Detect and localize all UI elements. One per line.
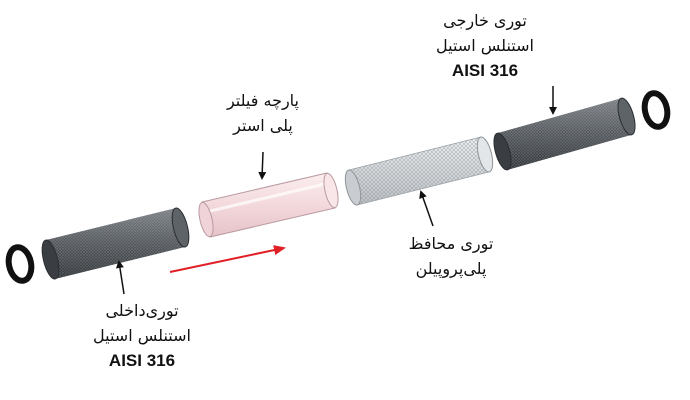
label-outer-mesh: توری خارجی استنلس استیل AISI 316	[420, 8, 550, 83]
inner-mesh-tube	[41, 207, 190, 280]
label-outer-mesh-line1: توری خارجی	[443, 11, 527, 30]
outer-mesh-tube	[493, 97, 636, 171]
pointer-filter-cloth	[258, 151, 267, 180]
label-outer-mesh-grade: AISI 316	[451, 61, 519, 80]
pointer-guard-mesh	[419, 190, 434, 227]
label-inner-mesh: توری‌داخلی استنلس استیل AISI 316	[72, 298, 212, 373]
label-filter-cloth-line1: پارچه فیلتر	[226, 91, 300, 110]
pointer-inner-mesh	[115, 260, 125, 295]
label-inner-mesh-grade: AISI 316	[108, 351, 176, 370]
label-inner-mesh-line1: توری‌داخلی	[105, 301, 179, 320]
label-guard-mesh: توری محافظ پلی‌پروپیلن	[386, 231, 516, 281]
o-ring-left	[5, 244, 35, 284]
label-guard-mesh-line2: پلی‌پروپیلن	[415, 259, 487, 278]
assembly-direction-arrow	[169, 245, 286, 273]
label-filter-cloth-line2: پلی استر	[233, 116, 293, 135]
label-inner-mesh-line2: استنلس استیل	[93, 326, 191, 345]
label-filter-cloth: پارچه فیلتر پلی استر	[198, 88, 328, 138]
o-ring-right	[641, 90, 671, 130]
guard-mesh-tube	[344, 136, 494, 206]
label-outer-mesh-line2: استنلس استیل	[436, 36, 534, 55]
filter-cloth-tube	[198, 172, 339, 238]
label-guard-mesh-line1: توری محافظ	[408, 234, 494, 253]
